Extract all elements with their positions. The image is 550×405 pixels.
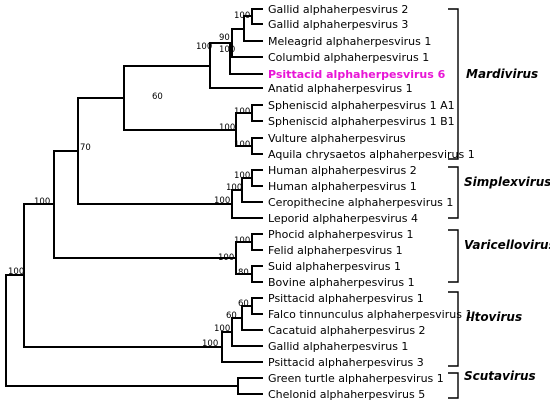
taxon-label: Phocid alphaherpesvirus 1	[268, 228, 413, 241]
support-value: 100	[234, 11, 250, 21]
taxon-label: Meleagrid alphaherpesvirus 1	[268, 35, 431, 48]
taxon-label: Bovine alphaherpesvirus 1	[268, 276, 415, 289]
taxon-label: Spheniscid alphaherpesvirus 1 A1	[268, 99, 455, 112]
support-value: 60	[152, 92, 163, 102]
genus-labels: Mardivirus Simplexvirus Varicellovirus I…	[464, 67, 550, 383]
support-value: 70	[80, 143, 91, 153]
genus-label-varicellovirus: Varicellovirus	[464, 238, 550, 252]
branch-scutavirus	[237, 377, 263, 395]
support-value: 100	[34, 197, 50, 207]
branch-spheniscid	[251, 104, 263, 122]
support-value: 100	[234, 140, 250, 150]
support-value: 80	[238, 268, 249, 278]
taxon-label: Gallid alphaherpesvirus 1	[268, 340, 408, 353]
taxon-label: Chelonid alphaherpesvirus 5	[268, 388, 425, 401]
branch-psittacid1	[251, 297, 263, 315]
branch-n2	[231, 28, 263, 58]
taxon-label: Felid alphaherpesvirus 1	[268, 244, 403, 257]
taxon-label: Psittacid alphaherpesvirus 3	[268, 356, 424, 369]
branch-mardivirus	[123, 65, 237, 131]
support-value: 100	[214, 196, 230, 206]
taxon-label: Leporid alphaherpesvirus 4	[268, 212, 418, 225]
taxon-label: Vulture alphaherpesvirus	[268, 132, 406, 145]
taxon-label: Suid alphaherpesvirus 1	[268, 260, 401, 273]
genus-label-scutavirus: Scutavirus	[464, 369, 536, 383]
branch-human	[251, 169, 263, 187]
branch-n3	[209, 42, 263, 89]
branch-n7	[231, 189, 263, 219]
support-value: 100	[219, 123, 235, 133]
support-value: 60	[238, 299, 249, 309]
support-value: 100	[214, 324, 230, 334]
taxon-label: Spheniscid alphaherpesvirus 1 B1	[268, 115, 455, 128]
genus-brackets	[448, 8, 459, 399]
support-value: 100	[196, 42, 212, 52]
taxon-label: Cacatuid alphaherpesvirus 2	[268, 324, 426, 337]
taxon-label: Gallid alphaherpesvirus 2	[268, 3, 408, 16]
support-value: 60	[226, 311, 237, 321]
taxon-label: Aquila chrysaetos alphaherpesvirus 1	[268, 148, 475, 161]
support-value: 100	[234, 107, 250, 117]
bracket-varicellovirus	[448, 229, 459, 283]
taxon-label: Gallid alphaherpesvirus 3	[268, 18, 408, 31]
branch-gallid2	[251, 8, 263, 25]
support-value: 100	[202, 339, 218, 349]
support-values: 100 90 100 100 60 100 100 100 100 100 10…	[8, 11, 250, 349]
bracket-simplexvirus	[448, 166, 459, 219]
support-value: 100	[234, 171, 250, 181]
branch-n8	[77, 97, 233, 205]
tree-branches	[5, 8, 263, 395]
taxon-label: Psittacid alphaherpesvirus 1	[268, 292, 424, 305]
bracket-iltovirus	[448, 291, 459, 367]
support-value: 100	[8, 267, 24, 277]
taxon-label: Human alphaherpesvirus 2	[268, 164, 417, 177]
support-value: 90	[219, 33, 230, 43]
taxon-labels: Gallid alphaherpesvirus 2 Gallid alphahe…	[268, 3, 475, 401]
support-value: 100	[226, 183, 242, 193]
genus-label-simplexvirus: Simplexvirus	[464, 175, 550, 189]
highlighted-taxon-label: Psittacid alphaherpesvirus 6	[268, 68, 446, 81]
taxon-label: Anatid alphaherpesvirus 1	[268, 82, 413, 95]
taxon-label: Green turtle alphaherpesvirus 1	[268, 372, 444, 385]
support-value: 100	[234, 236, 250, 246]
branch-vulture	[251, 137, 263, 155]
branch-phocid	[251, 233, 263, 251]
taxon-label: Columbid alphaherpesvirus 1	[268, 51, 429, 64]
genus-label-mardivirus: Mardivirus	[466, 67, 538, 81]
taxon-label: Human alphaherpesvirus 1	[268, 180, 417, 193]
taxon-label: Falco tinnunculus alphaherpesvirus 1	[268, 308, 472, 321]
branch-root	[5, 274, 239, 387]
bracket-mardivirus	[448, 8, 459, 160]
support-value: 100	[218, 253, 234, 263]
genus-label-iltovirus: Iltovirus	[466, 310, 522, 324]
branch-n11	[231, 317, 263, 347]
branch-n4b	[229, 42, 245, 75]
branch-suid	[251, 265, 263, 283]
bracket-scutavirus	[448, 372, 459, 399]
taxon-label: Ceropithecine alphaherpesvirus 1	[268, 196, 453, 209]
support-value: 100	[219, 45, 235, 55]
